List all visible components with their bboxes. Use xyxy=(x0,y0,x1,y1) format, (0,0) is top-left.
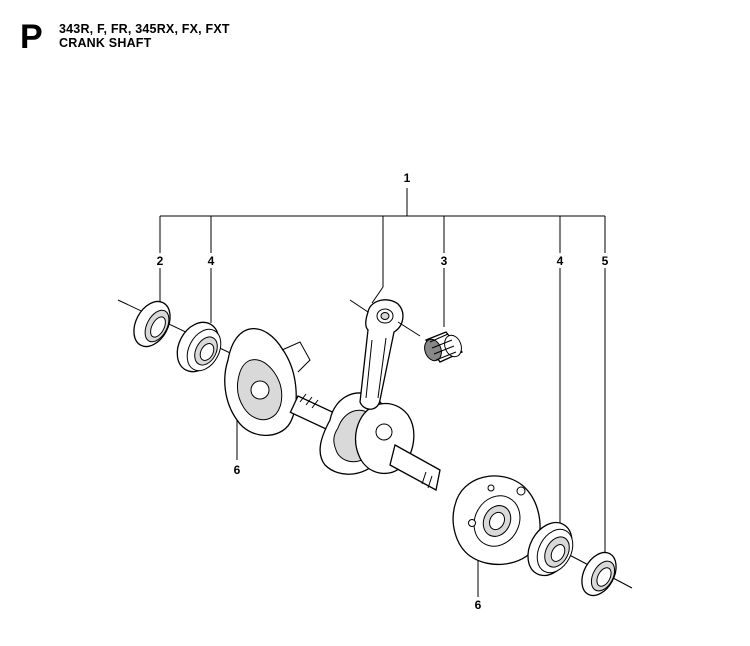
leader-lines xyxy=(159,268,606,597)
section-letter: P xyxy=(20,18,43,56)
page-title: 343R, F, FR, 345RX, FX, FXT CRANK SHAFT xyxy=(59,22,230,50)
connecting-rod xyxy=(349,299,421,410)
ball-bearing-left xyxy=(176,321,222,373)
diagram-title: CRANK SHAFT xyxy=(59,36,152,50)
crankshaft-assembly xyxy=(289,392,441,491)
callout-2: 2 xyxy=(157,254,164,268)
callout-3: 3 xyxy=(441,254,448,268)
callout-4-left: 4 xyxy=(208,254,215,268)
seal-ring-right xyxy=(581,551,617,597)
crank-web-left xyxy=(224,327,311,436)
ball-bearing-right xyxy=(527,521,574,577)
callout-1: 1 xyxy=(404,171,411,185)
callout-6-right: 6 xyxy=(475,598,482,612)
callout-6-left: 6 xyxy=(234,463,241,477)
callout-bracket xyxy=(159,188,606,287)
needle-bearing xyxy=(424,331,464,363)
crank-web-right xyxy=(452,475,541,566)
callout-4-right: 4 xyxy=(557,254,564,268)
seal-ring-left xyxy=(133,300,171,348)
callout-5: 5 xyxy=(602,254,609,268)
model-list: 343R, F, FR, 345RX, FX, FXT xyxy=(59,22,230,36)
